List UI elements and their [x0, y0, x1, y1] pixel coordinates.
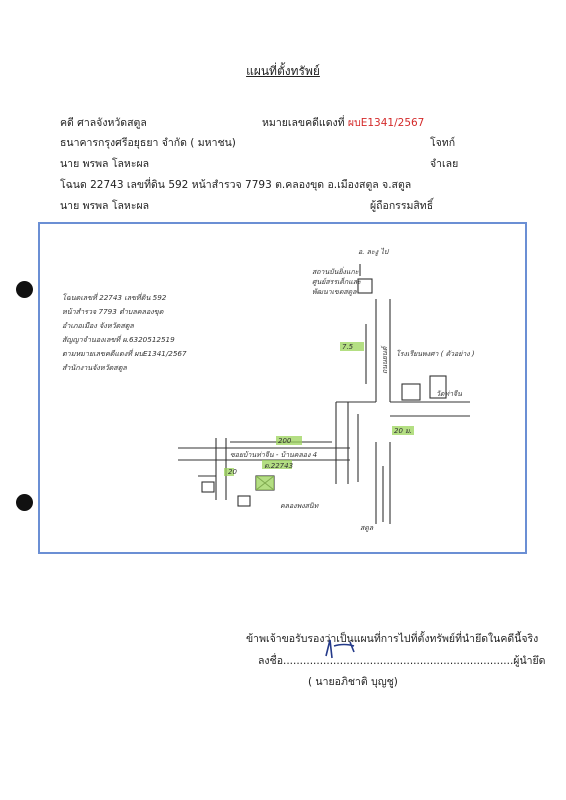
- north-building: [357, 278, 373, 294]
- north-label: อ. ละงู ไป: [358, 247, 390, 256]
- case-number: หมายเลขคดีแดงที่ ผบE1341/2567: [262, 114, 424, 131]
- owner-name: นาย พรพล โลหะผล: [60, 200, 150, 212]
- certify-text: ข้าพเจ้าขอรับรองว่าเป็นแผนที่การไปที่ตั้…: [246, 633, 539, 645]
- punch-hole-top: [16, 281, 33, 298]
- owner-role: ผู้ถือกรรมสิทธิ์: [370, 200, 434, 212]
- deed-info: โฉนด 22743 เลขที่ดิน 592 หน้าสำรวจ 7793 …: [60, 179, 412, 191]
- defendant-role: จำเลย: [430, 158, 459, 170]
- map-drawing: อ. ละงู ไป สถานบันยิ่งแกะ ศูนย์สรรเด็กแล…: [62, 247, 475, 532]
- canal-label: คลองพงสนิท: [280, 502, 320, 510]
- case-court: คดี ศาลจังหวัดสตูล: [60, 117, 147, 129]
- plaintiff-name: ธนาคารกรุงศรีอยุธยา จำกัด ( มหาชน): [60, 137, 236, 149]
- small-building-2: [237, 495, 251, 507]
- location-map: อ. ละงู ไป สถานบันยิ่งแกะ ศูนย์สรรเด็กแล…: [38, 222, 527, 554]
- note-line-3: อำเภอเมือง จังหวัดสตูล: [62, 321, 134, 330]
- south-label: สตูล: [360, 524, 374, 532]
- temple-building: [429, 375, 447, 399]
- signer-name: ( นายอภิชาติ บุญชู): [308, 676, 398, 688]
- case-number-value: ผบE1341/2567: [347, 117, 425, 129]
- building-label-3: พัฒนาเขตสตูล: [312, 288, 357, 296]
- highlight-small-1: [224, 468, 234, 476]
- building-label-2: ศูนย์สรรเด็กและ: [312, 277, 361, 286]
- temple-label: วัดท่าจีน: [436, 390, 462, 398]
- map-note: โฉนดเลขที่ 22743 เลขที่ดิน 592 หน้าสำรวจ…: [62, 292, 187, 372]
- signature-mark: [325, 639, 355, 659]
- plot-label: ต.22743: [264, 462, 293, 470]
- distance-4: 20: [228, 468, 237, 476]
- school-building: [401, 383, 421, 401]
- distance-2: 200: [278, 437, 292, 445]
- note-line-5: ตามหมายเลขคดีแดงที่ ผบE1341/2567: [62, 348, 187, 358]
- note-line-6: สำนักงานจังหวัดสตูล: [62, 363, 127, 372]
- building-label-1: สถานบันยิ่งแกะ: [312, 266, 359, 276]
- note-line-2: หน้าสำรวจ 7793 ตำบลคลองขุด: [62, 307, 164, 316]
- lane-label: ซอยบ้านท่าจีน - บ้านคลอง 4: [230, 451, 317, 459]
- highlight-distance-3: [392, 426, 414, 435]
- punch-hole-bottom: [16, 494, 33, 511]
- defendant-name: นาย พรพล โลหะผล: [60, 158, 150, 170]
- highlight-plot: [262, 460, 292, 469]
- small-building-1: [201, 481, 215, 493]
- case-number-label: หมายเลขคดีแดงที่: [262, 117, 345, 129]
- highlight-distance-1: [340, 342, 364, 351]
- highlight-plot-box: [256, 476, 274, 490]
- sign-line: ลงชื่อ..................................…: [258, 655, 546, 667]
- note-line-4: สัญญาจำนองเลขที่ ผ.6320512519: [62, 334, 175, 344]
- school-label: โรงเรียนพงศา ( ตัวอย่าง ): [396, 349, 475, 358]
- plaintiff-role: โจทก์: [430, 137, 456, 149]
- page-title: แผนที่ตั้งทรัพย์: [246, 64, 320, 78]
- distance-1: 7.5: [342, 343, 354, 351]
- distance-3: 20 ม.: [394, 427, 412, 435]
- highlight-distance-2: [276, 436, 302, 445]
- note-line-1: โฉนดเลขที่ 22743 เลขที่ดิน 592: [62, 292, 167, 302]
- road-label: ถนนยนต์: [380, 345, 389, 374]
